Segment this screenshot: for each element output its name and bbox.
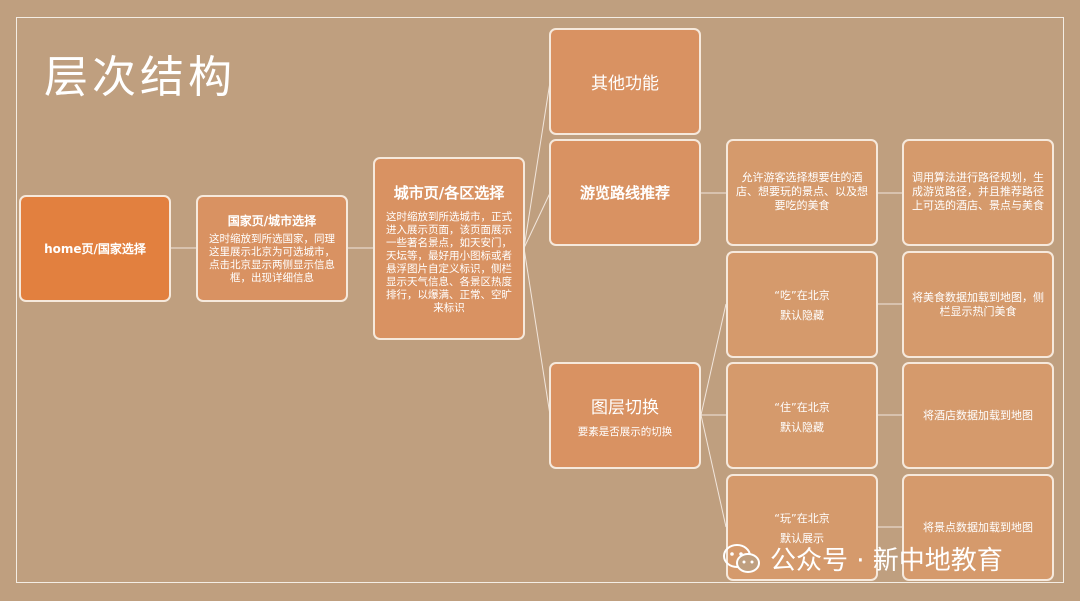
link-city-route	[523, 192, 551, 249]
node-stay: “住”在北京 默认隐藏	[726, 362, 878, 469]
node-eat-line2: 默认隐藏	[780, 309, 824, 322]
node-route: 游览路线推荐	[549, 139, 701, 246]
link-city-other	[523, 81, 551, 249]
watermark-text: 公众号 · 新中地教育	[770, 546, 1003, 576]
node-country-title: 国家页/城市选择	[227, 214, 317, 228]
node-route-title: 游览路线推荐	[579, 184, 670, 202]
node-route-algo-text: 调用算法进行路径规划，生成游览路径，并且推荐路径上可选的酒店、景点与美食	[912, 171, 1044, 212]
watermark: 公众号 · 新中地教育	[722, 540, 1003, 577]
node-eat: “吃”在北京 默认隐藏	[726, 251, 878, 358]
node-route-detail: 允许游客选择想要住的酒店、想要玩的景点、以及想要吃的美食	[726, 139, 878, 246]
node-layers-title: 图层切换	[591, 397, 659, 418]
link-city-layers	[523, 247, 551, 416]
node-play-detail-text: 将景点数据加载到地图	[923, 520, 1033, 534]
node-stay-line2: 默认隐藏	[780, 421, 824, 434]
node-country-desc: 这时缩放到所选国家，同理这里展示北京为可选城市，点击北京显示两侧显示信息框，出现…	[209, 233, 335, 284]
link-layers-play	[700, 414, 727, 528]
node-eat-detail-text: 将美食数据加载到地图，侧栏显示热门美食	[912, 291, 1044, 318]
node-stay-detail: 将酒店数据加载到地图	[902, 362, 1054, 469]
wechat-icon	[722, 543, 762, 575]
node-layers-desc: 要素是否展示的切换	[577, 425, 673, 438]
node-play-line2: 默认展示	[780, 532, 824, 545]
node-layers: 图层切换 要素是否展示的切换	[549, 362, 701, 469]
node-home: home页/国家选择	[19, 195, 171, 302]
slide-frame	[16, 17, 1064, 583]
slide-title: 层次结构	[44, 52, 236, 103]
node-eat-detail: 将美食数据加载到地图，侧栏显示热门美食	[902, 251, 1054, 358]
node-route-algo: 调用算法进行路径规划，生成游览路径，并且推荐路径上可选的酒店、景点与美食	[902, 139, 1054, 246]
node-city: 城市页/各区选择 这时缩放到所选城市，正式进入展示页面，该页面展示一些著名景点，…	[373, 157, 525, 340]
node-eat-line1: “吃”在北京	[774, 289, 830, 302]
link-layers-eat	[700, 303, 727, 416]
node-other: 其他功能	[549, 28, 701, 135]
node-stay-line1: “住”在北京	[774, 401, 830, 414]
node-city-title: 城市页/各区选择	[393, 184, 505, 202]
node-other-title: 其他功能	[591, 74, 659, 94]
node-home-title: home页/国家选择	[44, 242, 146, 256]
node-country: 国家页/城市选择 这时缩放到所选国家，同理这里展示北京为可选城市，点击北京显示两…	[196, 195, 348, 302]
node-play-detail: 将景点数据加载到地图	[902, 474, 1054, 581]
node-city-desc: 这时缩放到所选城市，正式进入展示页面，该页面展示一些著名景点，如天安门，天坛等，…	[386, 211, 512, 314]
node-route-detail-text: 允许游客选择想要住的酒店、想要玩的景点、以及想要吃的美食	[736, 171, 868, 212]
node-play-line1: “玩”在北京	[774, 512, 830, 525]
node-stay-detail-text: 将酒店数据加载到地图	[923, 408, 1033, 422]
